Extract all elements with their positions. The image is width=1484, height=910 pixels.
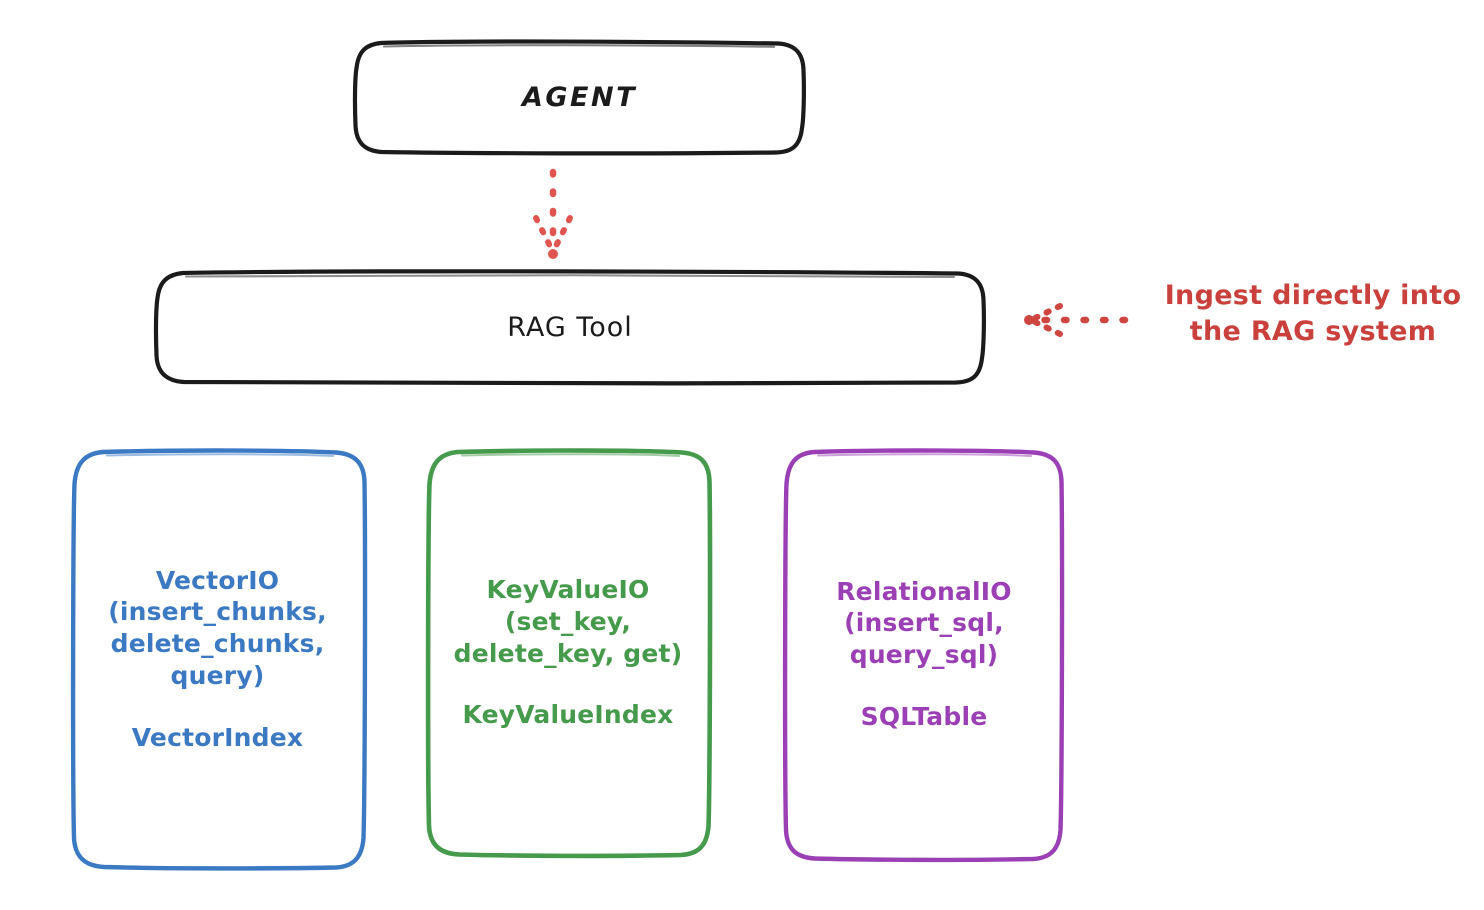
relational-io-node[interactable]: RelationalIO (insert_sql, query_sql) SQL…	[786, 450, 1062, 858]
agent-node-label: AGENT	[521, 81, 637, 113]
key-value-io-card-text: KeyValueIO (set_key, delete_key, get) Ke…	[427, 574, 709, 731]
relational-io-api-label: RelationalIO (insert_sql, query_sql)	[836, 576, 1012, 670]
rag-tool-node[interactable]: RAG Tool	[156, 272, 984, 383]
key-value-io-index-label: KeyValueIndex	[462, 700, 674, 730]
relational-io-index-label: SQLTable	[860, 701, 988, 731]
rag-tool-node-label: RAG Tool	[507, 311, 633, 343]
connector-ingest-to-rag-tool-arrow	[1024, 303, 1129, 337]
relational-io-card-text: RelationalIO (insert_sql, query_sql) SQL…	[786, 576, 1062, 733]
vector-io-card-text: VectorIO (insert_chunks, delete_chunks, …	[70, 565, 365, 754]
key-value-io-node[interactable]: KeyValueIO (set_key, delete_key, get) Ke…	[427, 450, 709, 855]
key-value-io-api-label: KeyValueIO (set_key, delete_key, get)	[453, 575, 683, 668]
vector-io-node[interactable]: VectorIO (insert_chunks, delete_chunks, …	[70, 450, 365, 868]
vector-io-api-label: VectorIO (insert_chunks, delete_chunks, …	[108, 565, 327, 690]
agent-node[interactable]: AGENT	[355, 42, 804, 153]
ingest-annotation-label: Ingest directly into the RAG system	[1164, 280, 1462, 348]
vector-io-index-label: VectorIndex	[131, 722, 304, 752]
connector-agent-to-rag-tool-arrow	[533, 168, 573, 259]
